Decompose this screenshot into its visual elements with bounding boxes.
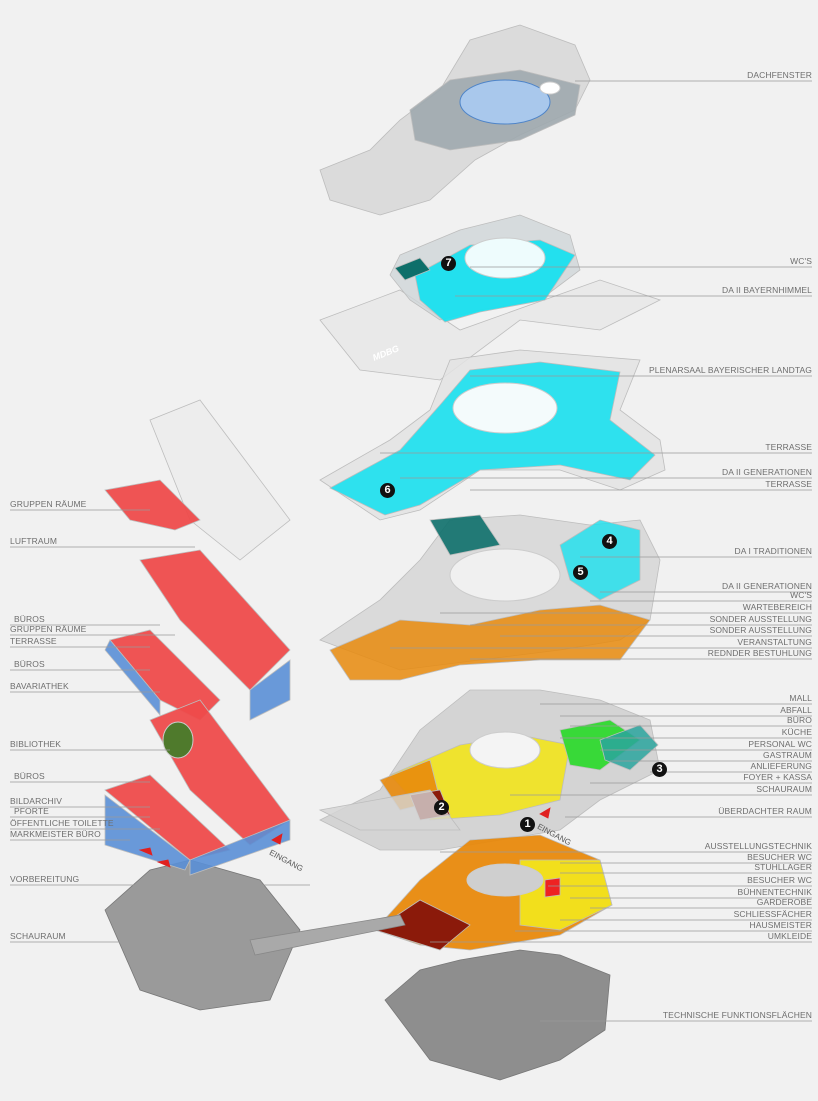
ground-rotunda bbox=[469, 731, 541, 769]
entrance-arrow-icon bbox=[271, 833, 283, 845]
left-bueros-upper-floor bbox=[139, 549, 291, 691]
label-right: PLENARSAAL BAYERISCHER LANDTAG bbox=[649, 365, 812, 375]
left-gruppen-raeume-floor bbox=[104, 479, 201, 531]
marker-1: 1 bbox=[520, 817, 535, 832]
plenarsaal-floor bbox=[329, 361, 656, 516]
tree bbox=[162, 721, 194, 759]
label-right: DACHFENSTER bbox=[747, 70, 812, 80]
marker-6: 6 bbox=[380, 483, 395, 498]
label-left: BILDARCHIV bbox=[10, 796, 63, 806]
label-right: KÜCHE bbox=[781, 727, 812, 737]
label-right: BÜHNENTECHNIK bbox=[737, 887, 812, 897]
label-left: TERRASSE bbox=[10, 636, 57, 646]
label-left: GRUPPEN RÄUME bbox=[10, 499, 87, 509]
label-right: BÜRO bbox=[787, 715, 812, 725]
label-right: HAUSMEISTER bbox=[749, 920, 812, 930]
label-right: TERRASSE bbox=[765, 479, 812, 489]
label-left: BÜROS bbox=[14, 614, 45, 624]
label-right: BESUCHER WC bbox=[747, 852, 812, 862]
label-right: GARDEROBE bbox=[756, 897, 812, 907]
label-right: TERRASSE bbox=[765, 442, 812, 452]
entrance-arrow-icon bbox=[138, 847, 153, 856]
veranstaltung-floor bbox=[329, 604, 651, 681]
plenarsaal-rotunda bbox=[452, 382, 558, 434]
label-right: MALL bbox=[789, 693, 812, 703]
ueberdachter-raum-slab bbox=[318, 789, 461, 831]
technische-funktionsflaechen bbox=[384, 949, 611, 1081]
level-4-dark-room bbox=[429, 514, 501, 556]
label-right: TECHNISCHE FUNKTIONSFLÄCHEN bbox=[662, 1010, 812, 1020]
left-facade-bavariathek bbox=[104, 639, 161, 717]
label-right: DA II BAYERNHIMMEL bbox=[722, 285, 812, 295]
label-left: LUFTRAUM bbox=[10, 536, 58, 546]
label-right: FOYER + KASSA bbox=[743, 772, 812, 782]
left-schauraum-base bbox=[104, 859, 301, 1011]
basement-besucher-wc bbox=[544, 877, 561, 898]
label-right: VERANSTALTUNG bbox=[737, 637, 812, 647]
label-right: DA II GENERATIONEN bbox=[722, 467, 812, 477]
label-left: BÜROS bbox=[14, 771, 45, 781]
label-right: ABFALL bbox=[780, 705, 812, 715]
entrance-arrow-icon bbox=[539, 807, 551, 819]
label-left: BIBLIOTHEK bbox=[10, 739, 62, 749]
label-left: ÖFFENTLICHE TOILETTE bbox=[10, 818, 114, 828]
label-left: PFORTE bbox=[14, 806, 49, 816]
level-7-rotunda bbox=[464, 237, 546, 279]
label-right: UMKLEIDE bbox=[767, 931, 812, 941]
label-right: WC'S bbox=[790, 256, 812, 266]
anlieferung-box bbox=[599, 724, 659, 771]
label-right: ANLIEFERUNG bbox=[750, 761, 812, 771]
label-right: AUSSTELLUNGSTECHNIK bbox=[704, 841, 812, 851]
label-right: ÜBERDACHTER RAUM bbox=[718, 806, 812, 816]
label-right: REDNDER BESTUHLUNG bbox=[707, 648, 812, 658]
label-right: DA I TRADITIONEN bbox=[734, 546, 812, 556]
label-right: PERSONAL WC bbox=[748, 739, 812, 749]
marker-4: 4 bbox=[602, 534, 617, 549]
marker-3: 3 bbox=[652, 762, 667, 777]
label-left: GRUPPEN RÄUME bbox=[10, 624, 87, 634]
left-facade-ground bbox=[104, 794, 191, 871]
da-i-traditionen-floor bbox=[559, 519, 641, 601]
label-left: BAVARIATHEK bbox=[10, 681, 69, 691]
label-left: BÜROS bbox=[14, 659, 45, 669]
label-right: SCHAURAUM bbox=[756, 784, 812, 794]
label-left: VORBEREITUNG bbox=[10, 874, 80, 884]
basement-rotunda bbox=[466, 863, 544, 897]
label-right: SCHLIESSFÄCHER bbox=[733, 909, 812, 919]
label-right: SONDER AUSSTELLUNG bbox=[709, 614, 812, 624]
label-left: SCHAURAUM bbox=[10, 931, 66, 941]
marker-2: 2 bbox=[434, 800, 449, 815]
level-4-rotunda bbox=[449, 548, 561, 602]
label-right: WARTEBEREICH bbox=[742, 602, 812, 612]
label-right: BESUCHER WC bbox=[747, 875, 812, 885]
label-right: WC'S bbox=[790, 590, 812, 600]
label-left: MARKMEISTER BÜRO bbox=[10, 829, 101, 839]
label-right: DA II GENERATIONEN bbox=[722, 581, 812, 591]
marker-5: 5 bbox=[573, 565, 588, 580]
label-right: GASTRAUM bbox=[763, 750, 812, 760]
left-facade-upper bbox=[249, 659, 291, 721]
connecting-bridge bbox=[249, 914, 406, 956]
label-right: SONDER AUSSTELLUNG bbox=[709, 625, 812, 635]
level-7-wc bbox=[394, 257, 431, 281]
entrance-arrow-icon bbox=[156, 859, 171, 868]
basement-umkleide bbox=[374, 899, 471, 951]
skylight-cylinder bbox=[539, 81, 561, 95]
label-right: STUHLLAGER bbox=[754, 862, 812, 872]
marker-7: 7 bbox=[441, 256, 456, 271]
skylight-dome bbox=[459, 79, 551, 125]
left-facade-ground-side bbox=[189, 819, 291, 876]
luftraum-slab bbox=[149, 399, 291, 561]
